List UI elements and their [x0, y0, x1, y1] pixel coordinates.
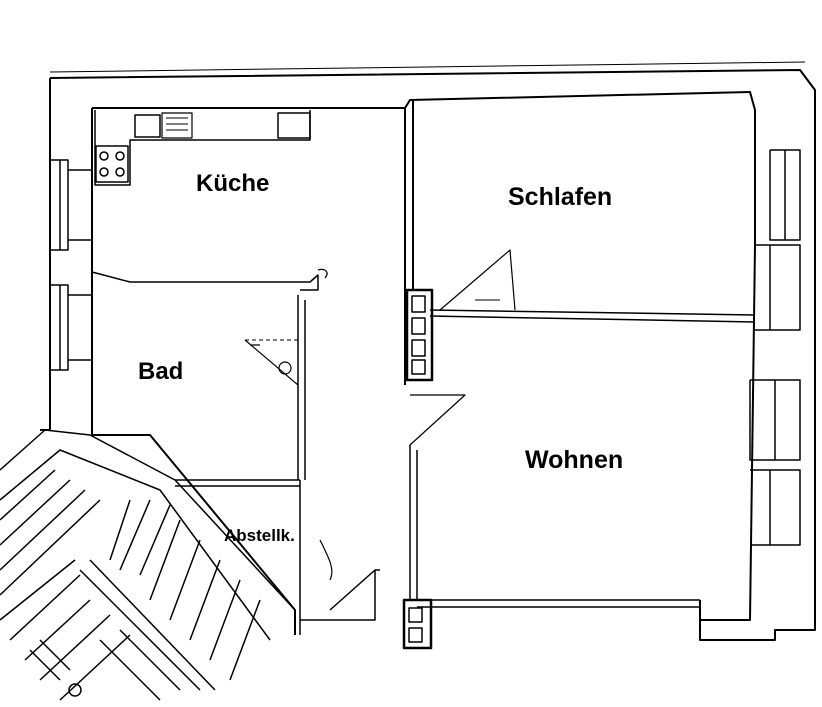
right-window-3 [749, 379, 801, 461]
wall-living-left [409, 445, 418, 600]
top-dimension-line [49, 61, 806, 73]
chimney-upper [405, 288, 434, 382]
room-label-bathroom: Bad [138, 358, 184, 385]
right-window-2 [755, 244, 801, 331]
left-window-1 [50, 159, 69, 251]
drainboard [161, 112, 193, 139]
sink [134, 114, 161, 138]
storage-door [319, 539, 333, 581]
bedroom-door [439, 249, 516, 311]
partition-kitchen-bath [91, 271, 319, 291]
staircase [0, 429, 296, 701]
chimney-lower [402, 598, 433, 650]
bath-wall [297, 295, 306, 480]
right-wall-inner [700, 244, 756, 621]
room-label-living: Wohnen [525, 446, 624, 474]
outer-wall-outer [49, 69, 816, 641]
room-label-kitchen: Küche [196, 170, 270, 197]
outer-wall-inner [92, 91, 756, 245]
left-wall-inner [91, 108, 296, 635]
wall-kitchen-bedroom [404, 100, 414, 385]
left-wall-outer [40, 78, 51, 431]
living-door [409, 394, 466, 446]
room-label-bedroom: Schlafen [508, 183, 613, 211]
wall-living-bottom [417, 599, 700, 608]
right-window-4 [750, 469, 801, 546]
wall-bedroom-living [429, 309, 756, 323]
room-label-storage: Abstellk. [224, 526, 295, 545]
right-window-1 [769, 149, 801, 241]
left-window-2 [50, 284, 69, 371]
storage-walls [175, 479, 376, 621]
left-window-3 [68, 169, 92, 361]
stove [95, 145, 129, 183]
bath-door [244, 339, 299, 386]
fridge [277, 112, 311, 139]
